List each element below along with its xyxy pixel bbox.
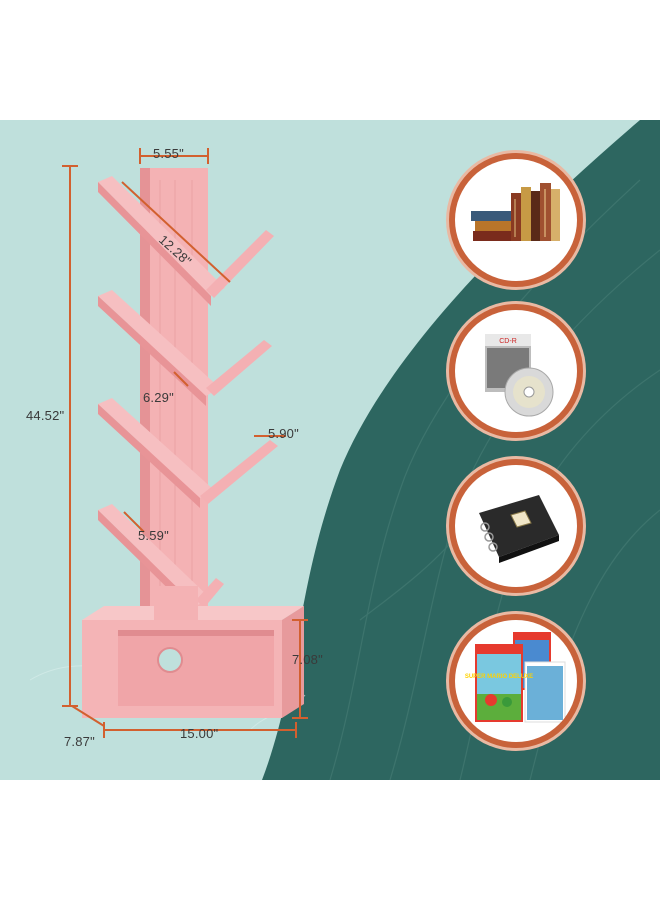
dim-total-height: 44.52"	[26, 408, 65, 423]
tree-bookshelf	[62, 148, 308, 738]
product-scene: 5.55" 12.28" 6.29" 5.90" 5.59" 44.52" 7.…	[0, 120, 660, 780]
game-cases-icon: SUPER MARIO DELUXE	[465, 632, 566, 723]
shelf-branch-left	[98, 176, 225, 616]
books-icon	[471, 183, 560, 241]
dimension-lines	[62, 148, 308, 738]
books-circle	[455, 159, 577, 281]
cd-circle: CD-R	[455, 310, 577, 432]
photo-album-icon	[479, 495, 559, 563]
dim-right-branch: 5.90"	[268, 426, 299, 441]
game-title: SUPER MARIO DELUXE	[465, 674, 533, 680]
cd-pack-label: CD-R	[499, 338, 517, 345]
games-circle: SUPER MARIO DELUXE	[455, 620, 577, 742]
dim-top-width: 5.55"	[153, 146, 184, 161]
album-circle	[455, 465, 577, 587]
cd-icon: CD-R	[485, 334, 554, 417]
dim-lower-branch: 5.59"	[138, 528, 169, 543]
dim-cabinet-height: 7.08"	[292, 652, 323, 667]
dim-cabinet-width: 15.00"	[180, 726, 219, 741]
dim-middle-branch: 6.29"	[143, 390, 174, 405]
dim-cabinet-depth: 7.87"	[64, 734, 95, 749]
shelf-branch-right	[196, 230, 278, 608]
